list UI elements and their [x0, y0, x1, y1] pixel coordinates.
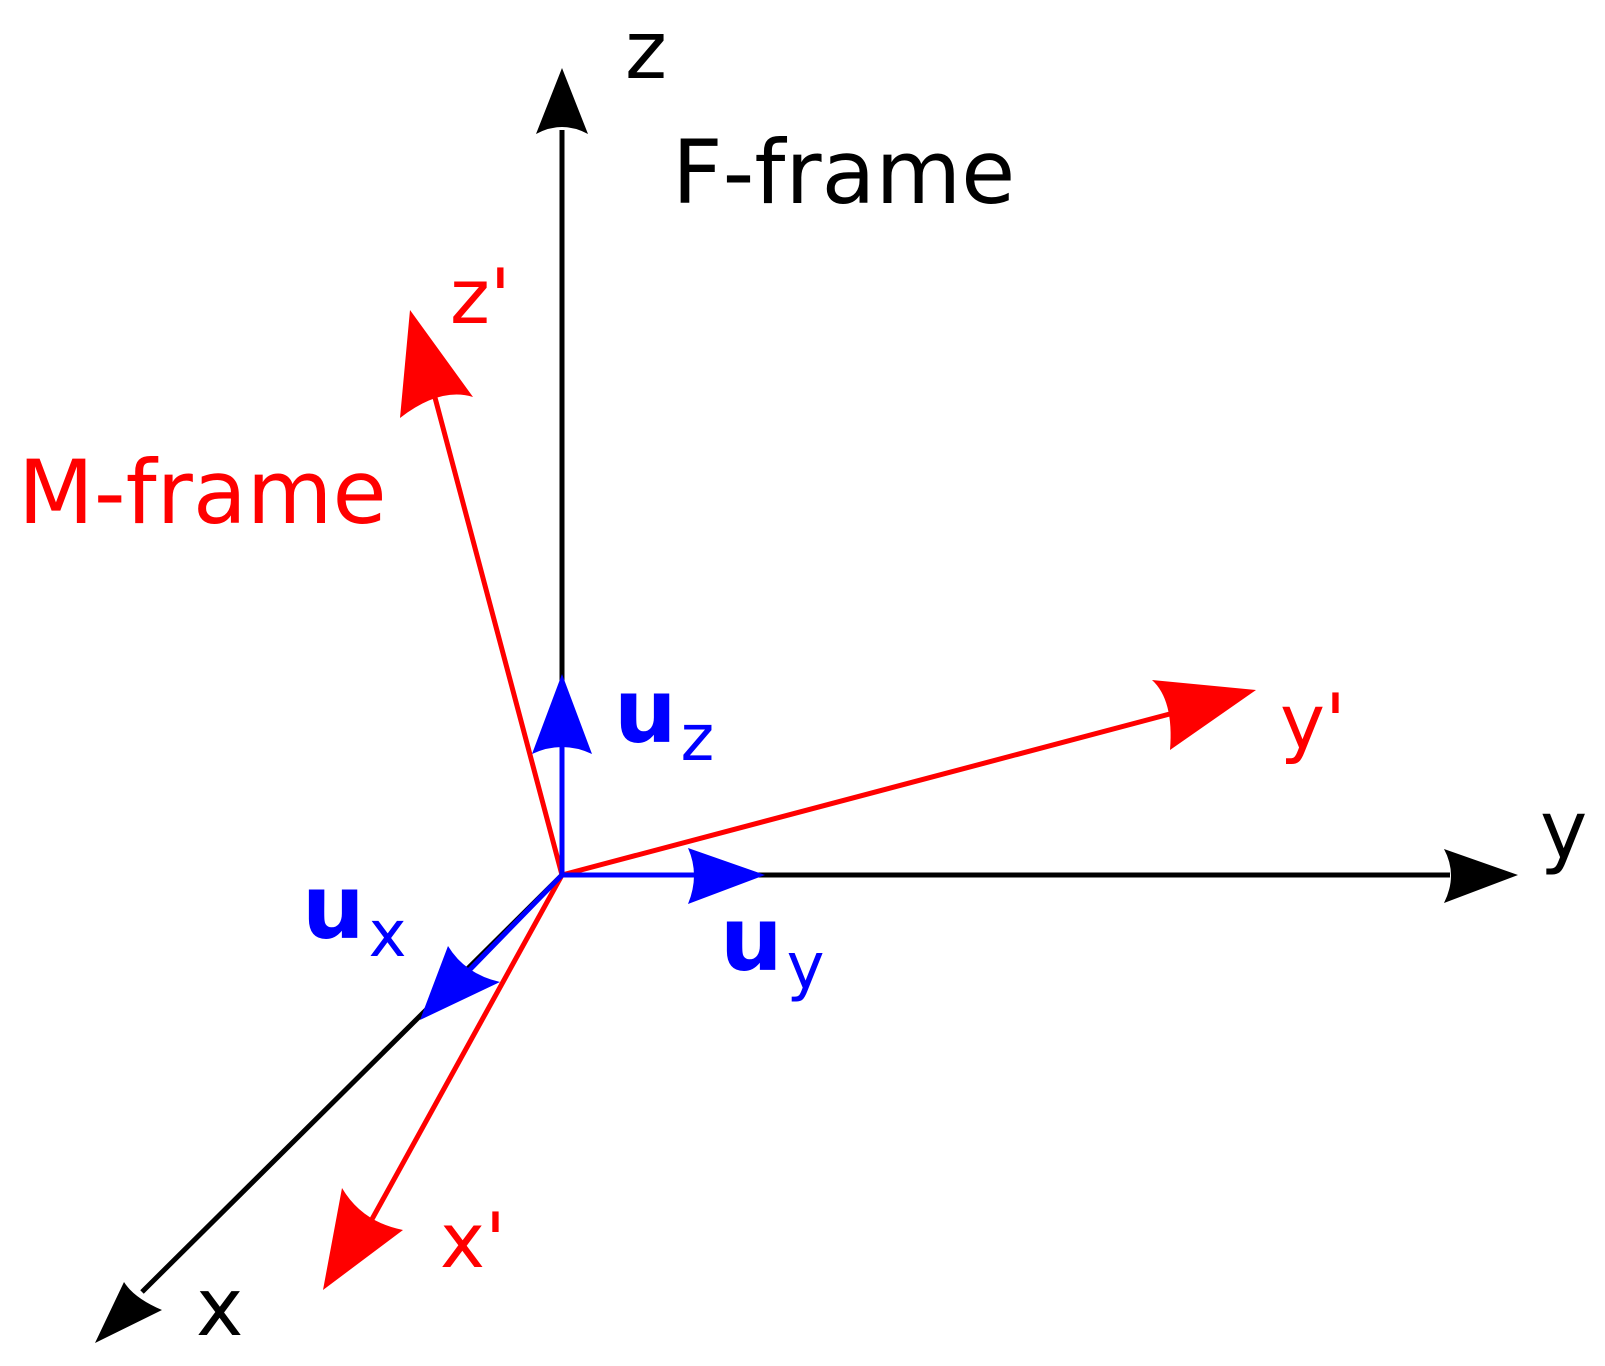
title-f-frame: F-frame: [672, 121, 1015, 224]
z-prime-axis-arrowhead: [400, 310, 473, 418]
unit-y-arrowhead: [688, 848, 765, 904]
unit-y-main: u: [720, 888, 783, 991]
x-axis-arrowhead: [95, 1282, 162, 1343]
unit-x-sub: x: [369, 898, 407, 972]
unit-x-label: u x: [302, 856, 407, 972]
axis-label-z: z: [625, 4, 667, 97]
unit-x-arrowhead: [420, 946, 500, 1020]
unit-z-sub: z: [681, 702, 715, 776]
x-prime-axis-line: [352, 873, 565, 1252]
y-axis-arrowhead: [1444, 849, 1518, 903]
title-m-frame: M-frame: [18, 441, 387, 544]
unit-z-arrowhead: [532, 674, 592, 754]
axis-label-x-prime: x': [440, 1196, 506, 1285]
labels: z F-frame z' M-frame y' y x' x u z u y u…: [18, 4, 1587, 1354]
z-prime-axis-line: [422, 359, 565, 876]
unit-y-sub: y: [787, 930, 825, 1004]
z-axis-arrowhead: [536, 68, 588, 134]
axis-label-z-prime: z': [450, 252, 511, 341]
m-frame-axes: [323, 310, 1256, 1290]
axis-label-x: x: [196, 1261, 243, 1354]
x-prime-axis-arrowhead: [323, 1188, 403, 1290]
y-prime-axis-arrowhead: [1152, 680, 1256, 750]
unit-y-label: u y: [720, 888, 825, 1004]
y-prime-axis-line: [561, 703, 1201, 878]
axis-label-y: y: [1540, 784, 1587, 877]
axis-label-y-prime: y': [1280, 677, 1346, 766]
unit-z-label: u z: [614, 660, 714, 776]
unit-x-main: u: [302, 856, 365, 959]
unit-vectors: [420, 674, 765, 1020]
unit-z-main: u: [614, 660, 677, 763]
